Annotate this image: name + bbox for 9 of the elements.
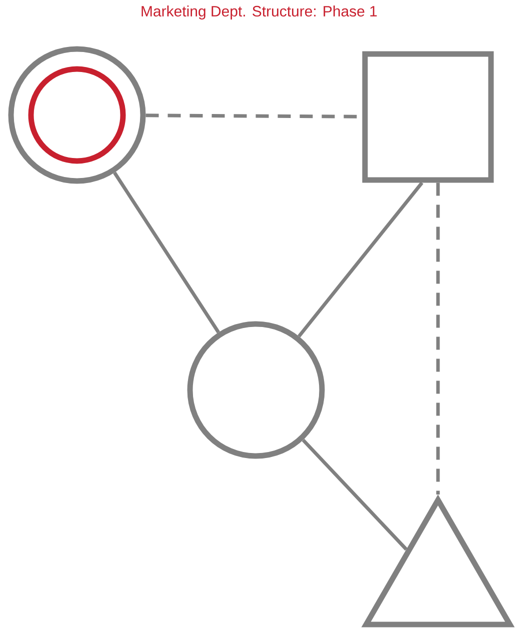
circle-shape xyxy=(28,66,126,164)
connector-line xyxy=(298,182,424,338)
square-shape xyxy=(362,51,494,183)
circle-shape xyxy=(8,46,146,184)
circle-shape xyxy=(187,321,325,459)
connector-line xyxy=(436,182,440,494)
title: Marketing Dept. Structure: Phase 1 xyxy=(142,6,377,20)
connector-line xyxy=(302,438,408,551)
connector-line xyxy=(113,172,220,334)
